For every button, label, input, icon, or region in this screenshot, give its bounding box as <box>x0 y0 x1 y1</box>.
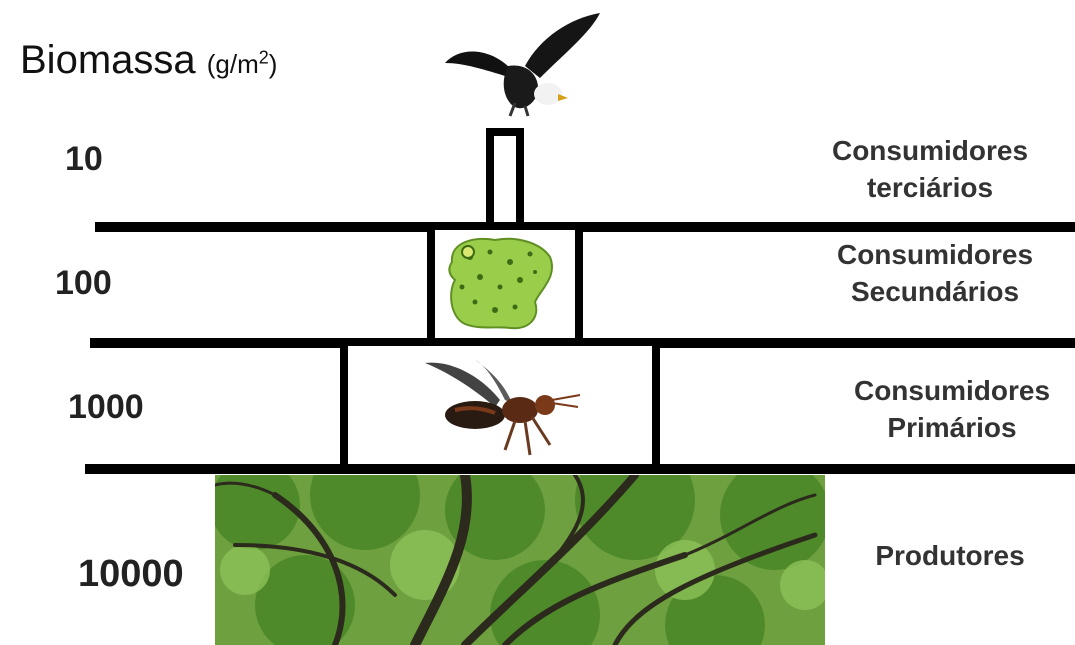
level-value-primary: 1000 <box>68 388 144 427</box>
level-value-secondary: 100 <box>55 264 112 303</box>
level-value-producers: 10000 <box>78 553 184 596</box>
wasp-icon <box>420 355 585 460</box>
chart-title: Biomassa (g/m2) <box>20 38 277 83</box>
pyramid-block-tertiary <box>486 128 524 226</box>
title-main: Biomassa <box>20 38 196 82</box>
tree-canopy-image <box>215 475 825 645</box>
level-divider-1 <box>95 222 1075 232</box>
level-value-tertiary: 10 <box>65 140 103 179</box>
eagle-icon <box>440 8 605 118</box>
title-unit: (g/m2) <box>207 49 278 79</box>
level-label-producers: Produtores <box>830 537 1070 574</box>
level-divider-3 <box>85 464 1075 474</box>
frog-icon <box>440 232 560 334</box>
